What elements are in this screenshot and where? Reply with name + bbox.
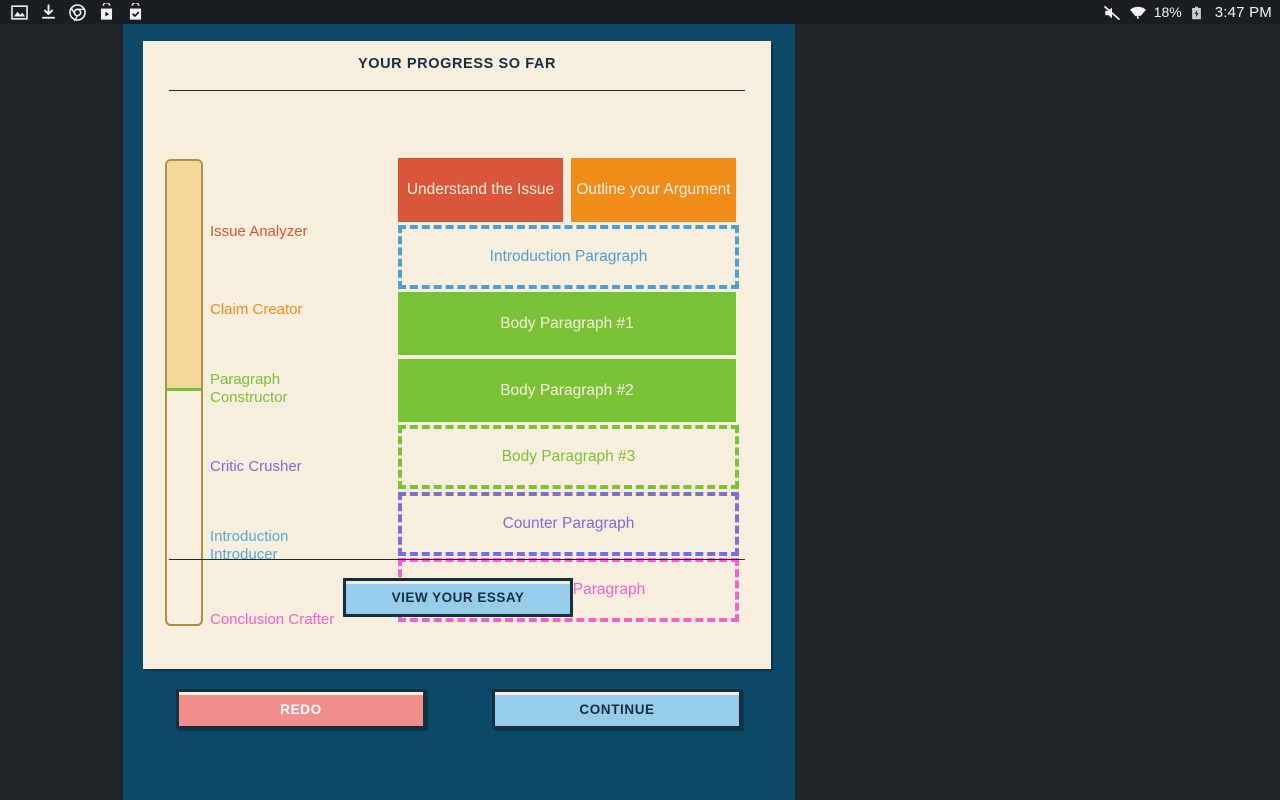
status-bar: 18% 3:47 PM: [0, 0, 1280, 24]
stage-label: Paragraph Constructor: [210, 371, 288, 406]
stage-label: Critic Crusher: [210, 458, 302, 475]
title-divider: [169, 90, 745, 91]
stage-label: Conclusion Crafter: [210, 611, 335, 628]
progress-fill: [167, 161, 201, 391]
paragraph-block[interactable]: Body Paragraph #2: [398, 359, 736, 422]
progress-track: [165, 159, 203, 626]
battery-charging-icon: [1189, 3, 1208, 22]
clock: 3:47 PM: [1214, 3, 1272, 21]
chrome-icon: [68, 3, 87, 22]
redo-button[interactable]: REDO: [176, 689, 426, 729]
stage-label: Claim Creator: [210, 301, 303, 318]
play-store-icon: [97, 1, 116, 22]
mute-icon: [1102, 3, 1121, 22]
essay-divider: [169, 559, 745, 560]
continue-button[interactable]: CONTINUE: [492, 689, 742, 729]
wifi-icon: [1128, 3, 1147, 22]
stage-label: Introduction Introducer: [210, 528, 289, 563]
paragraph-block[interactable]: Understand the Issue: [398, 158, 563, 222]
image-icon: [10, 3, 29, 22]
stage-label: Issue Analyzer: [210, 223, 308, 240]
play-store-check-icon: [126, 1, 145, 22]
status-bar-right: 18% 3:47 PM: [1102, 3, 1272, 22]
paragraph-block[interactable]: Body Paragraph #3: [398, 425, 739, 489]
page-title: YOUR PROGRESS SO FAR: [357, 56, 557, 72]
paragraph-block[interactable]: Introduction Paragraph: [398, 225, 739, 289]
view-your-essay-button[interactable]: VIEW YOUR ESSAY: [343, 578, 573, 617]
status-bar-left-icons: [10, 1, 145, 22]
paragraph-block[interactable]: Counter Paragraph: [398, 492, 739, 556]
view-essay-section: VIEW YOUR ESSAY: [143, 559, 771, 617]
paragraph-block[interactable]: Body Paragraph #1: [398, 292, 736, 355]
download-icon: [39, 3, 58, 22]
paragraph-block[interactable]: Outline your Argument: [571, 158, 736, 222]
battery-percent: 18%: [1153, 4, 1182, 20]
